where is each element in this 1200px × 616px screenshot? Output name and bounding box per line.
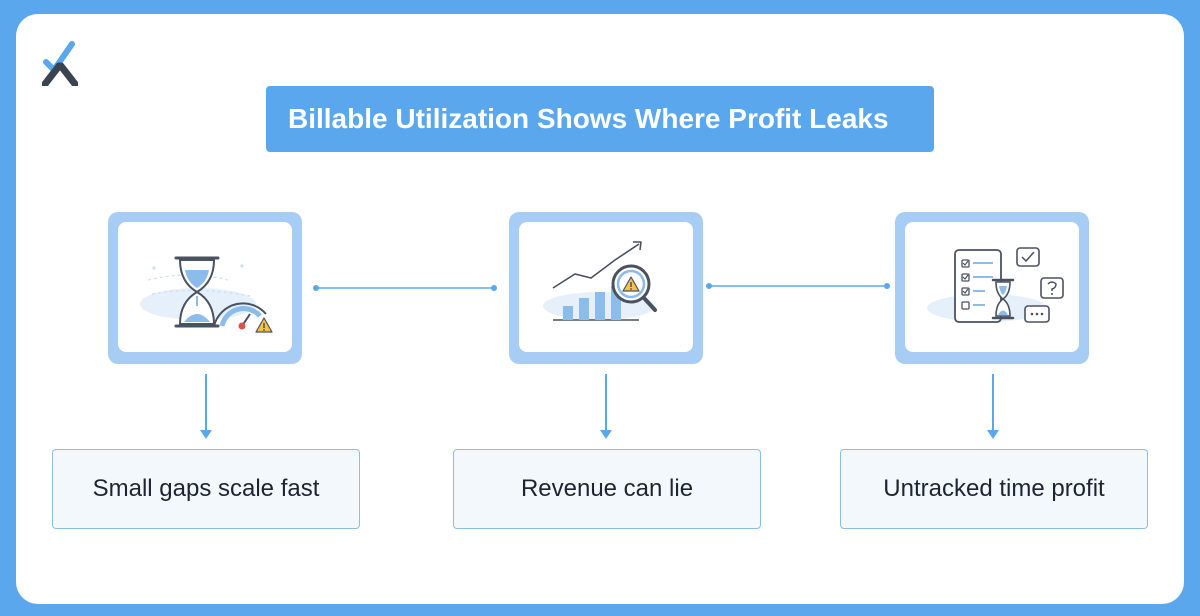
chart-magnifier-warning-icon [543,241,657,321]
illustration-frame-1 [108,212,302,364]
illustration-frame-3 [895,212,1089,364]
label-box-revenue-can-lie: Revenue can lie [453,449,761,529]
hourglass-gauge-warning-icon [140,256,273,333]
label-box-untracked-time: Untracked time profit [840,449,1148,529]
label-box-small-gaps: Small gaps scale fast [52,449,360,529]
checklist-hourglass-question-icon [927,247,1064,323]
illustration-frame-2 [509,212,703,364]
brand-logo-icon [42,41,78,86]
diagram-title: Billable Utilization Shows Where Profit … [266,86,934,152]
